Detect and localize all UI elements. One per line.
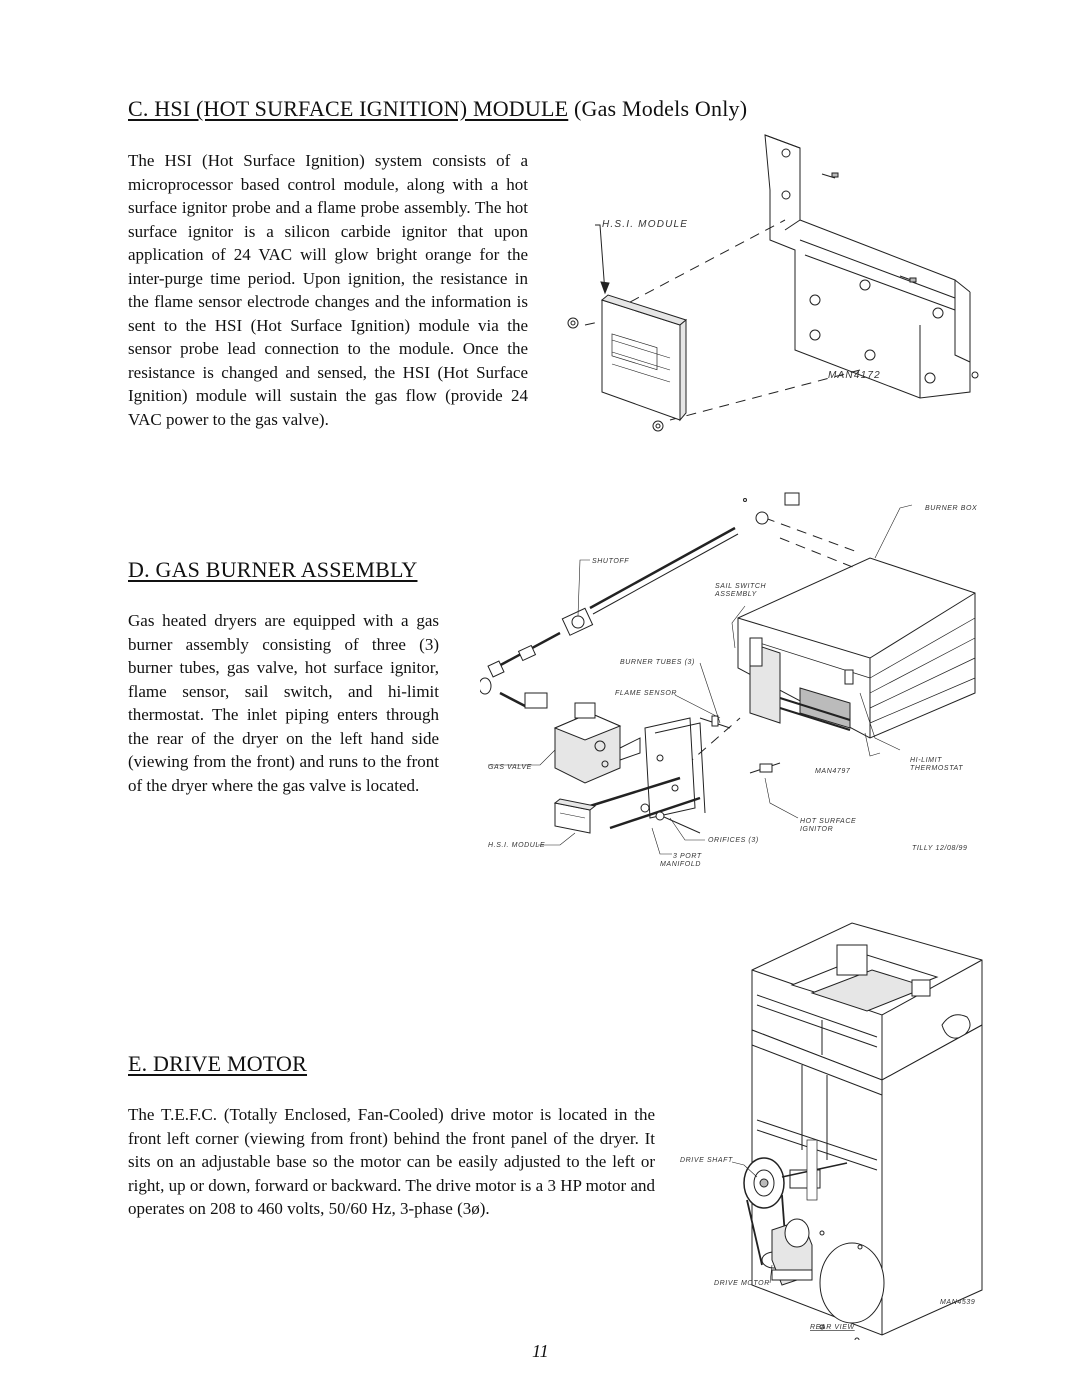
gas-valve-label: GAS VALVE (488, 764, 532, 771)
drive-motor-figure: DRIVE SHAFT DRIVE MOTOR MAN4539 REAR VIE… (680, 922, 983, 1340)
page-number: 11 (532, 1341, 549, 1361)
sail-switch-label-2: ASSEMBLY (714, 591, 758, 598)
manifold-label: 3 PORT (673, 853, 702, 860)
section-c-heading: C. HSI (HOT SURFACE IGNITION) MODULE (Ga… (128, 96, 747, 122)
section-c-title: C. HSI (HOT SURFACE IGNITION) MODULE (128, 96, 569, 121)
hsi-module-figure: H.S.I. MODULE MAN4172 (567, 134, 979, 432)
hot-surface-label-2: IGNITOR (800, 826, 833, 833)
hi-limit-label: HI-LIMIT (910, 757, 942, 764)
gas-burner-drawing-number: MAN4797 (815, 768, 851, 775)
section-e-heading: E. DRIVE MOTOR (128, 1051, 307, 1077)
shutoff-label: SHUTOFF (592, 558, 629, 565)
signature-label: TILLY 12/08/99 (912, 845, 968, 852)
section-c-body: The HSI (Hot Surface Ignition) system co… (128, 151, 528, 429)
burner-box-label: BURNER BOX (925, 505, 977, 512)
hsi-module-label: H.S.I. MODULE (602, 219, 688, 230)
section-e-body: The T.E.F.C. (Totally Enclosed, Fan-Cool… (128, 1105, 655, 1218)
hot-surface-label: HOT SURFACE (800, 818, 856, 825)
manifold-label-2: MANIFOLD (660, 861, 701, 868)
section-d-heading: D. GAS BURNER ASSEMBLY (128, 557, 417, 583)
burner-tubes-label: BURNER TUBES (3) (620, 659, 695, 666)
gas-burner-figure: BURNER BOX SHUTOFF SAIL SWITCH ASSEMBLY … (480, 492, 977, 868)
section-d-body: Gas heated dryers are equipped with a ga… (128, 611, 439, 795)
orifices-label: ORIFICES (3) (708, 837, 759, 844)
hsi-drawing-number: MAN4172 (828, 370, 881, 381)
drive-shaft-label: DRIVE SHAFT (680, 1157, 733, 1164)
hi-limit-label-2: THERMOSTAT (910, 765, 963, 772)
drive-motor-label: DRIVE MOTOR (714, 1280, 770, 1287)
rear-view-label: REAR VIEW (810, 1324, 855, 1331)
hsi-module-small-label: H.S.I. MODULE (488, 842, 545, 849)
section-c-title-suffix: (Gas Models Only) (568, 96, 748, 121)
sail-switch-label: SAIL SWITCH (715, 583, 767, 590)
drive-drawing-number: MAN4539 (940, 1299, 975, 1306)
flame-sensor-label: FLAME SENSOR (615, 690, 677, 697)
section-d-title: D. GAS BURNER ASSEMBLY (128, 557, 418, 582)
section-e-title: E. DRIVE MOTOR (128, 1051, 308, 1076)
